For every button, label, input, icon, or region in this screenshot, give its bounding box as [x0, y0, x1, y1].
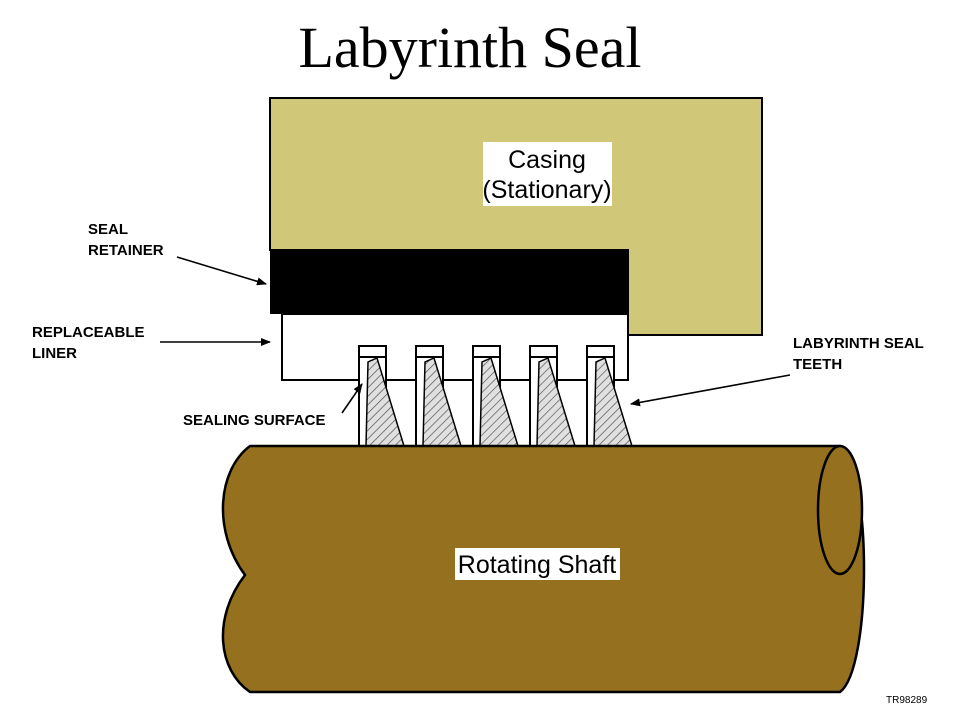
page-title: Labyrinth Seal — [298, 15, 642, 80]
reference-code: TR98289 — [886, 695, 928, 706]
casing-label-box — [483, 142, 612, 206]
shaft-label-box — [455, 548, 620, 580]
casing-label-line1: Casing — [508, 146, 586, 174]
seal-retainer-arrow — [176, 256, 267, 286]
replaceable-liner — [281, 313, 629, 381]
sealing-surface-label: SEALING SURFACE — [183, 412, 326, 429]
teeth-label-line1: LABYRINTH SEAL — [793, 335, 924, 352]
casing-label-line2: (Stationary) — [482, 176, 611, 204]
replaceable-liner-label-line2: LINER — [32, 345, 77, 362]
seal-retainer — [270, 250, 628, 314]
sealing-surface-arrow — [341, 383, 363, 414]
teeth-label-line2: TEETH — [793, 356, 842, 373]
replaceable-liner-label-line1: REPLACEABLE — [32, 324, 145, 341]
seal-retainer-label-line1: SEAL — [88, 221, 128, 238]
shaft-label: Rotating Shaft — [458, 551, 616, 579]
shaft-end-face — [816, 444, 864, 576]
seal-retainer-label-line2: RETAINER — [88, 242, 164, 259]
teeth-arrow — [630, 374, 791, 407]
